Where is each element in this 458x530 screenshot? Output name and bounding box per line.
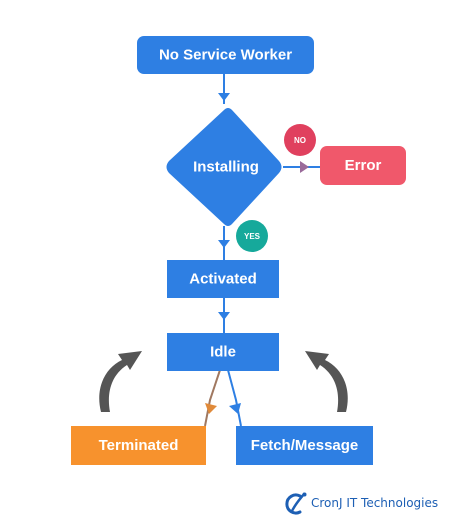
- arrowhead-installing-to-activated: [218, 240, 230, 248]
- node-no-service-worker: No Service Worker: [137, 36, 314, 74]
- node-installing: Installing: [166, 108, 282, 226]
- node-no-service-worker-label: No Service Worker: [159, 47, 292, 64]
- node-terminated-label: Terminated: [99, 437, 179, 454]
- node-error: Error: [320, 146, 406, 185]
- brand-mark: CronJ IT Technologies: [285, 492, 438, 515]
- badge-no: NO: [284, 124, 316, 156]
- cycle-arrow-left-icon: [99, 351, 142, 412]
- connector-idle-to-terminated: [204, 369, 221, 427]
- arrowhead-installing-to-error: [300, 161, 309, 173]
- connector-idle-to-fetch: [227, 369, 242, 427]
- node-fetch-message: Fetch/Message: [236, 426, 373, 465]
- node-installing-label: Installing: [193, 159, 259, 176]
- node-activated: Activated: [167, 260, 279, 298]
- node-idle: Idle: [167, 333, 279, 371]
- node-activated-label: Activated: [189, 271, 257, 288]
- node-terminated: Terminated: [71, 426, 206, 465]
- node-idle-label: Idle: [210, 344, 236, 361]
- node-error-label: Error: [345, 157, 382, 174]
- cycle-arrow-right-icon: [305, 351, 348, 412]
- node-fetch-message-label: Fetch/Message: [251, 437, 359, 454]
- badge-yes-label: YES: [244, 232, 261, 241]
- cycle-arrows: [99, 351, 348, 412]
- brand-name: CronJ IT Technologies: [311, 496, 438, 510]
- badge-no-label: NO: [294, 136, 306, 145]
- cronj-logo-icon: [285, 492, 307, 515]
- arrowhead-activated-to-idle: [218, 312, 230, 320]
- arrowhead-start-to-installing: [218, 93, 230, 101]
- arrowhead-idle-to-terminated: [205, 403, 217, 414]
- arrowhead-idle-to-fetch: [229, 403, 241, 414]
- badge-yes: YES: [236, 220, 268, 252]
- connectors: [204, 74, 320, 427]
